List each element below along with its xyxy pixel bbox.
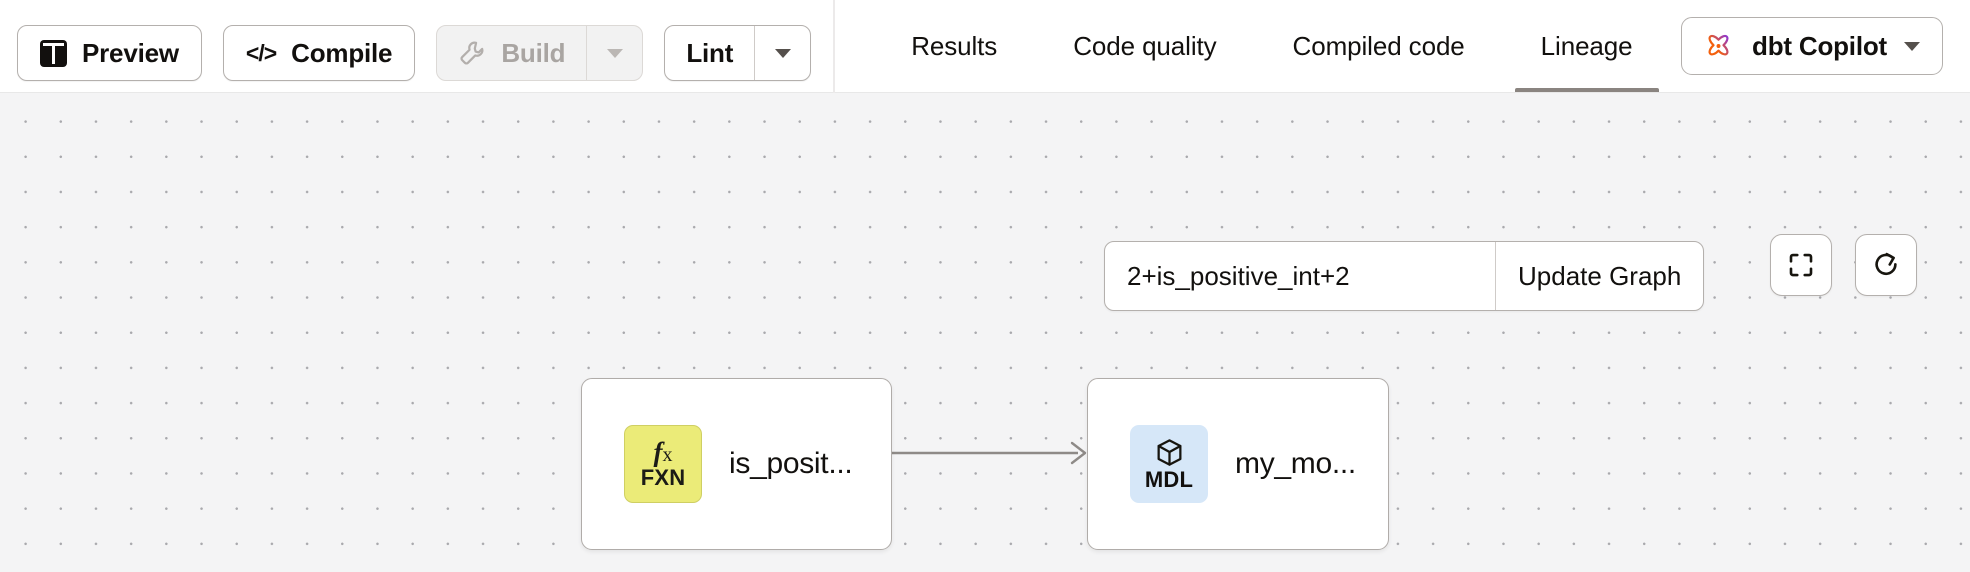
function-icon: fx (653, 437, 673, 467)
tab-lineage[interactable]: Lineage (1503, 0, 1671, 92)
code-brackets-icon: </> (245, 39, 277, 66)
build-dropdown-toggle (586, 26, 642, 80)
tab-lineage-label: Lineage (1540, 30, 1633, 61)
copilot-area: dbt Copilot (1681, 0, 1970, 92)
fxn-badge-label: FXN (640, 465, 686, 490)
editor-top-bar: Preview </> Compile Build L (0, 0, 1970, 93)
lineage-node-is-positive-int[interactable]: fx FXN is_posit... (581, 378, 892, 550)
result-pane-tabs: Results Code quality Compiled code Linea… (835, 0, 1670, 92)
lineage-node-label: is_posit... (729, 447, 853, 480)
graph-select-input[interactable] (1105, 242, 1495, 310)
compile-button-label: Compile (291, 37, 393, 68)
lint-dropdown-toggle[interactable] (754, 26, 810, 80)
chevron-down-icon (1904, 41, 1920, 51)
dbt-copilot-atom-icon (1702, 30, 1735, 63)
refresh-icon (1871, 250, 1901, 280)
preview-button[interactable]: Preview (17, 25, 202, 81)
preview-button-label: Preview (82, 37, 179, 68)
editor-action-toolbar: Preview </> Compile Build L (0, 0, 812, 92)
dbt-copilot-label: dbt Copilot (1752, 30, 1887, 61)
mdl-badge-label: MDL (1144, 467, 1194, 492)
build-button: Build (437, 26, 586, 80)
graph-selector-controls: Update Graph (1104, 241, 1705, 311)
compile-button[interactable]: </> Compile (222, 25, 416, 81)
lineage-node-label: my_mo... (1235, 447, 1356, 480)
chevron-down-icon (606, 48, 623, 58)
arrow-right-icon (1070, 441, 1087, 465)
tab-code-quality-label: Code quality (1073, 30, 1217, 61)
fit-view-button[interactable] (1770, 234, 1832, 296)
update-graph-button[interactable]: Update Graph (1495, 242, 1703, 310)
lint-button-group[interactable]: Lint (664, 25, 812, 81)
fullscreen-corners-icon (1786, 250, 1816, 280)
build-button-group: Build (436, 25, 644, 81)
lineage-node-my-model[interactable]: MDL my_mo... (1087, 378, 1389, 550)
lineage-edge (880, 438, 1092, 473)
dbt-copilot-button[interactable]: dbt Copilot (1681, 17, 1943, 75)
tab-compiled-code-label: Compiled code (1292, 30, 1465, 61)
tab-code-quality[interactable]: Code quality (1035, 0, 1254, 92)
update-graph-label: Update Graph (1518, 260, 1682, 291)
build-button-label: Build (501, 37, 566, 68)
mdl-node-badge: MDL (1130, 425, 1208, 503)
toolbar-tabs-divider (833, 0, 836, 93)
fxn-node-badge: fx FXN (624, 425, 702, 503)
cube-icon (1154, 437, 1185, 468)
table-grid-icon (40, 39, 67, 67)
lineage-canvas[interactable]: Update Graph fx (0, 93, 1970, 572)
tab-results[interactable]: Results (873, 0, 1035, 92)
lint-button-label: Lint (686, 37, 734, 68)
chevron-down-icon (774, 48, 791, 58)
tab-compiled-code[interactable]: Compiled code (1255, 0, 1503, 92)
lint-button[interactable]: Lint (665, 26, 754, 80)
tab-results-label: Results (911, 30, 998, 61)
wrench-icon (458, 39, 486, 67)
reset-graph-button[interactable] (1855, 234, 1917, 296)
